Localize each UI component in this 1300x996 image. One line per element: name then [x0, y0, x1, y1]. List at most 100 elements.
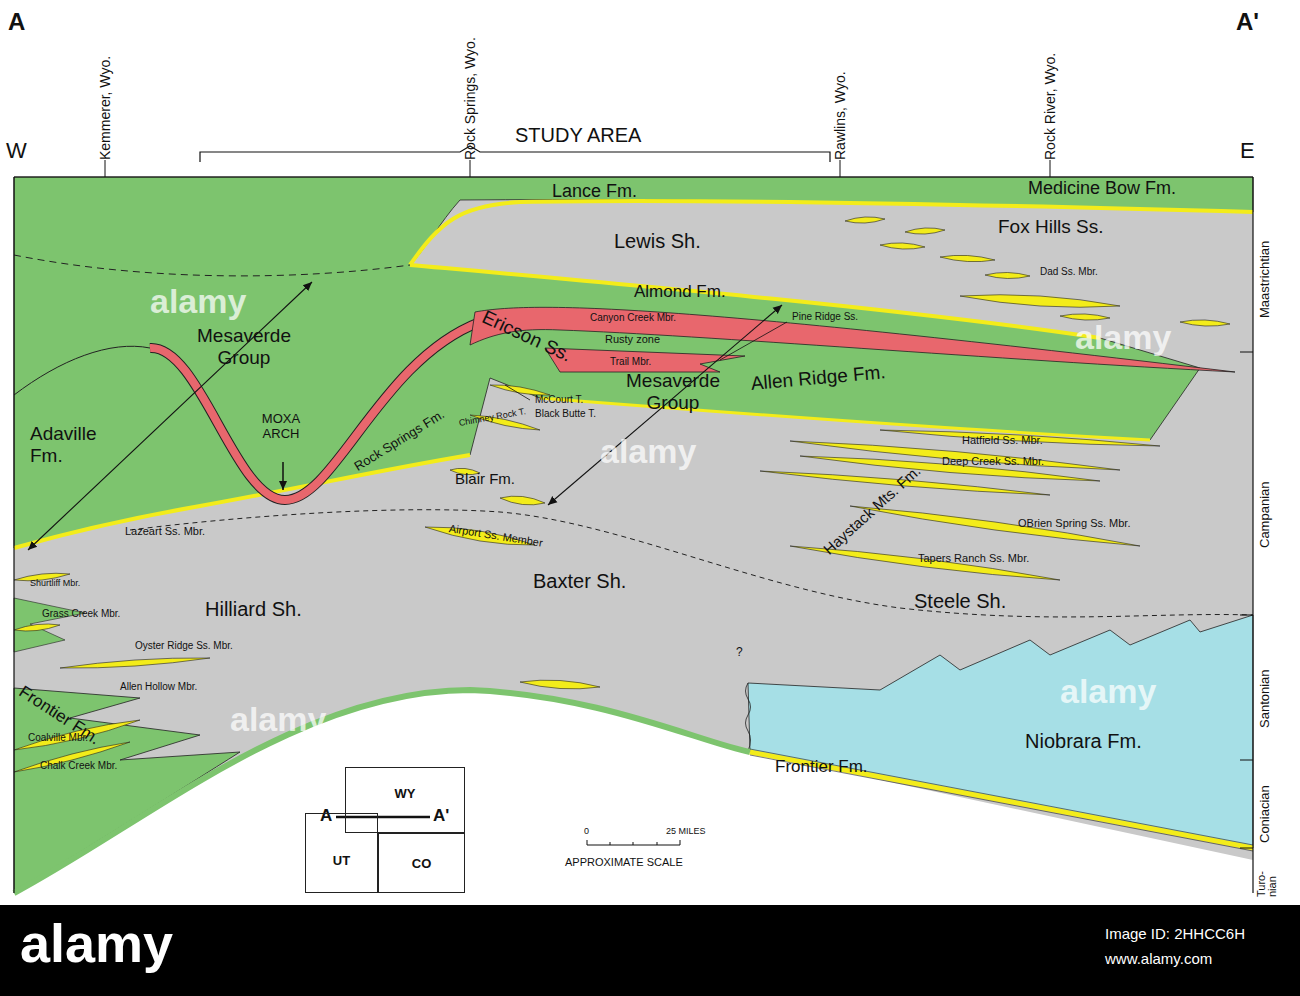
watermark: alamy: [230, 700, 326, 739]
formation-label: E: [1240, 138, 1255, 163]
formation-label: Coniacian: [1258, 785, 1273, 843]
section-line: [336, 816, 430, 819]
formation-label: STUDY AREA: [515, 124, 641, 147]
formation-label: Hilliard Sh.: [205, 598, 302, 621]
formation-label: Blair Fm.: [455, 470, 515, 487]
formation-label: Hatfield Ss. Mbr.: [962, 434, 1043, 447]
ericson-u-edge: [150, 322, 480, 500]
formation-label: OBrien Spring Ss. Mbr.: [1018, 517, 1131, 530]
formation-label: Ericson Ss.: [479, 306, 575, 366]
formation-label: Lazeart Ss. Mbr.: [125, 525, 205, 538]
sand-lens: [520, 680, 600, 689]
formation-label: Baxter Sh.: [533, 570, 626, 593]
formation-label: Rock River, Wyo.: [1042, 53, 1058, 160]
watermark: alamy: [1075, 318, 1171, 357]
sand-lens: [905, 228, 945, 234]
formation-label: Fox Hills Ss.: [998, 216, 1104, 238]
formation-label: A: [8, 8, 25, 36]
formation-label: Airport Ss. Member: [448, 522, 544, 549]
frontier-sand: [750, 752, 1253, 848]
sand-lens: [850, 506, 1140, 546]
state-name: WY: [395, 786, 416, 801]
formation-label: Frontier Fm.: [775, 757, 868, 777]
sand-lens: [960, 295, 1120, 308]
frontier-edges: [750, 749, 1253, 851]
state-box: CO: [378, 833, 465, 893]
watermark-bar: [0, 905, 1300, 996]
formation-label: Black Butte T.: [535, 408, 596, 420]
formation-label: Adaville Fm.: [30, 423, 114, 467]
sand-lens: [60, 658, 210, 668]
scale-bar: [587, 840, 680, 845]
formation-label: Kemmerer, Wyo.: [97, 56, 113, 160]
formation-label: Lewis Sh.: [614, 230, 701, 253]
formation-label: Mesaverde Group: [182, 325, 306, 369]
watermark: Image ID: 2HHCC6H: [1105, 925, 1245, 942]
fox-hills-sand: [410, 201, 1253, 265]
formation-label: Grass Creek Mbr.: [42, 608, 120, 620]
state-name: UT: [333, 853, 350, 868]
watermark: www.alamy.com: [1105, 950, 1212, 967]
sand-lens: [1180, 320, 1230, 326]
formation-label: Allen Hollow Mbr.: [120, 681, 197, 693]
formation-label: Santonian: [1258, 669, 1273, 728]
formation-label: Almond Fm.: [634, 282, 726, 302]
formation-label: Campanian: [1258, 482, 1273, 549]
formation-label: Deep Creek Ss. Mbr.: [942, 455, 1044, 468]
formation-label: A': [1236, 8, 1259, 36]
leader-line: [505, 385, 530, 400]
formation-label: APPROXIMATE SCALE: [565, 856, 683, 869]
formation-label: Oyster Ridge Ss. Mbr.: [135, 640, 233, 652]
formation-label: A': [433, 806, 449, 826]
formation-label: MOXA ARCH: [250, 412, 312, 442]
formation-label: Pine Ridge Ss.: [792, 311, 858, 323]
leader-line: [720, 322, 787, 360]
frame: [14, 177, 1253, 893]
formation-label: ?: [736, 646, 743, 660]
watermark: alamy: [600, 432, 696, 471]
formation-label: Dad Ss. Mbr.: [1040, 266, 1098, 278]
sand-lens: [880, 430, 1160, 446]
formation-label: Mesaverde Group: [612, 370, 734, 414]
frontier-band: [14, 690, 750, 893]
sand-lens: [500, 496, 545, 505]
sand-lens: [14, 742, 130, 772]
formation-label: Allen Ridge Fm.: [750, 361, 887, 395]
sand-lens: [880, 243, 925, 249]
sand-lens: [985, 272, 1030, 278]
formation-label: Tapers Ranch Ss. Mbr.: [918, 552, 1029, 565]
sand-lens: [14, 624, 60, 631]
formation-label: Rusty zone: [605, 333, 660, 346]
niobrara-fill: [748, 615, 1253, 848]
formation-label: Turo- nian: [1256, 851, 1278, 897]
formation-label: Trail Mbr.: [610, 356, 651, 368]
canyon-creek-red: [470, 307, 1235, 372]
state-box: UT: [305, 813, 378, 893]
study-area-bracket: [200, 146, 830, 162]
stage-ticks: [1240, 352, 1253, 848]
sand-lens: [845, 217, 885, 223]
formation-label: Coalville Mbr.: [28, 732, 88, 744]
ericson-u: [150, 322, 480, 500]
grass-creek-tongue: [14, 598, 85, 652]
formation-label: W: [6, 138, 27, 163]
formation-label: Chalk Creek Mbr.: [40, 760, 117, 772]
formation-label: Steele Sh.: [914, 590, 1006, 613]
moxa-arrow: [282, 462, 284, 490]
formation-label: McCourt T.: [535, 394, 583, 406]
extent-arrow: [28, 282, 312, 550]
formation-label: A: [320, 806, 332, 826]
trail-red: [545, 348, 745, 372]
state-box: WY: [345, 767, 465, 833]
formation-label: Haystack Mts. Fm.: [820, 462, 924, 558]
watermark: alamy: [150, 282, 246, 321]
formation-label: Rock Springs, Wyo.: [462, 37, 478, 160]
formation-label: Niobrara Fm.: [1025, 730, 1142, 753]
watermark: alamy: [20, 912, 173, 974]
formation-label: Medicine Bow Fm.: [1028, 178, 1176, 199]
formation-label: 0: [584, 826, 589, 836]
uncertain-contact: [746, 683, 751, 751]
formation-label: Shurtliff Mbr.: [30, 578, 80, 588]
